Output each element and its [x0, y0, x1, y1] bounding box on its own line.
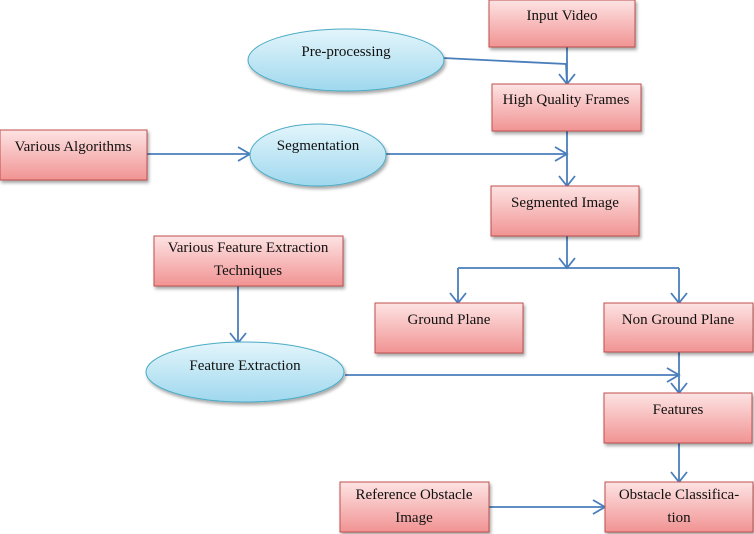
connector-reference-to-classification: [489, 499, 607, 515]
node-various-feature-extraction-label-line1: Various Feature Extraction: [168, 240, 329, 256]
node-feature-extraction-label: Feature Extraction: [189, 358, 301, 374]
node-non-ground-plane-label: Non Ground Plane: [622, 312, 735, 328]
node-obstacle-classification-label-line2: tion: [667, 510, 691, 526]
node-various-algorithms-label: Various Algorithms: [14, 139, 131, 155]
node-various-feature-extraction-label-line2: Techniques: [214, 263, 282, 279]
node-pre-processing-label: Pre-processing: [301, 44, 391, 60]
connector-frames-to-segmented: [558, 131, 576, 188]
node-high-quality-frames: High Quality Frames: [491, 83, 642, 132]
node-segmented-image: Segmented Image: [490, 185, 640, 237]
node-reference-obstacle-image-label-line2: Image: [395, 510, 433, 526]
node-various-algorithms: Various Algorithms: [0, 129, 148, 181]
node-various-feature-extraction: Various Feature Extraction Techniques: [153, 235, 344, 287]
node-ground-plane-label: Ground Plane: [408, 312, 491, 328]
node-obstacle-classification-label-line1: Obstacle Classifica-: [619, 487, 739, 503]
node-segmentation: Segmentation: [249, 123, 387, 187]
node-features: Features: [603, 392, 753, 444]
node-pre-processing: Pre-processing: [247, 28, 445, 92]
connector-techniques-to-extraction: [229, 286, 247, 345]
node-input-video: Input Video: [488, 0, 636, 48]
node-features-label: Features: [653, 402, 704, 418]
connector-preprocessing-to-frames: [442, 57, 568, 85]
node-feature-extraction: Feature Extraction: [145, 341, 345, 403]
node-reference-obstacle-image-label-line1: Reference Obstacle: [355, 487, 472, 503]
node-non-ground-plane: Non Ground Plane: [603, 302, 754, 353]
node-high-quality-frames-label: High Quality Frames: [503, 92, 630, 108]
node-ground-plane: Ground Plane: [374, 302, 524, 354]
connector-algorithms-to-segmentation: [147, 146, 252, 162]
connector-extraction-to-features: [345, 367, 681, 383]
node-segmentation-label: Segmentation: [277, 138, 360, 154]
node-segmented-image-label: Segmented Image: [511, 195, 619, 211]
node-reference-obstacle-image: Reference Obstacle Image: [339, 481, 490, 533]
node-input-video-label: Input Video: [527, 8, 598, 24]
connector-segmentation-to-segmented: [385, 146, 569, 162]
node-obstacle-classification: Obstacle Classifica- tion: [604, 481, 754, 533]
connector-features-to-classification: [670, 443, 688, 484]
connector-segmented-split: [449, 236, 688, 305]
